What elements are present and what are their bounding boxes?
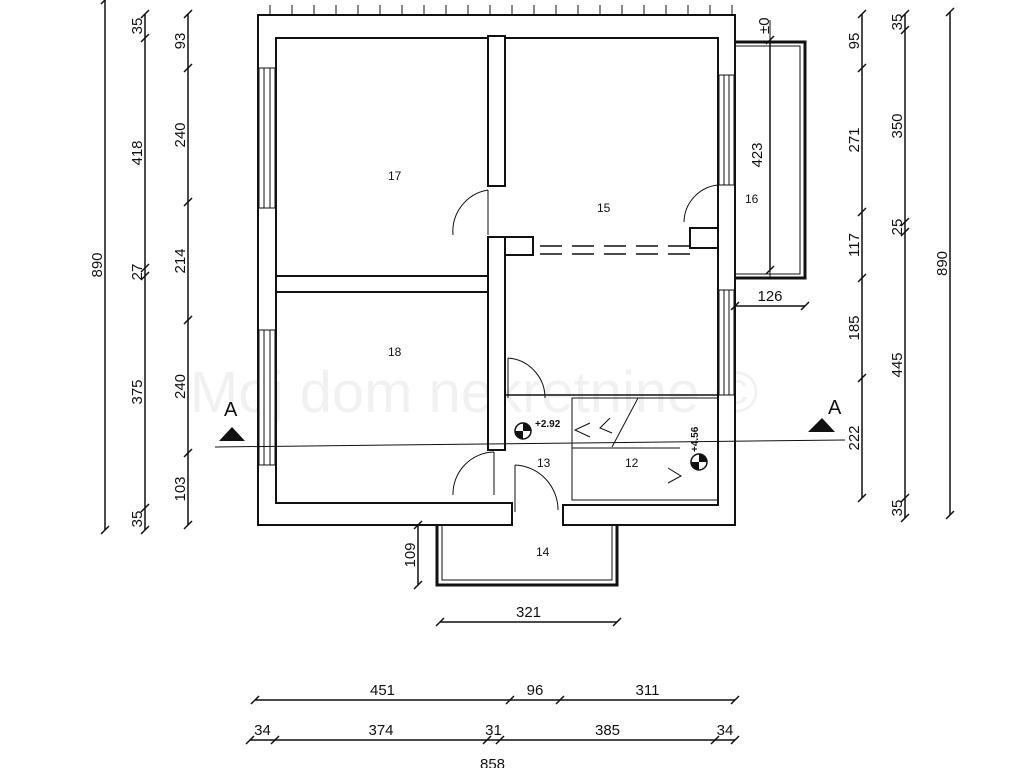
dimension-label: 240 <box>172 374 189 399</box>
dimension-label: 350 <box>889 113 906 138</box>
roof-edge-hatch <box>258 5 735 16</box>
dimension-label: 95 <box>846 33 863 50</box>
dimension-label: 185 <box>846 315 863 340</box>
dimension-label: 451 <box>370 682 395 699</box>
dimension-label: 890 <box>934 251 951 276</box>
dimension-label: 34 <box>254 722 271 739</box>
dimension-label: 385 <box>595 722 620 739</box>
level-upper-text: +4.56 <box>690 426 701 452</box>
dimension-label: 423 <box>749 142 766 167</box>
dimension-label: 103 <box>172 476 189 501</box>
dimension-label: 271 <box>846 127 863 152</box>
balcony-14 <box>435 525 619 587</box>
level-marker-landing: +2.92 <box>514 419 561 440</box>
room-16-label: 16 <box>745 192 759 206</box>
watermark: Moj dom nekretnine © <box>190 360 758 425</box>
dimension-label: 214 <box>172 248 189 273</box>
dimension-label: 321 <box>516 604 541 621</box>
dimension-label: 34 <box>717 722 734 739</box>
section-line-a: A A <box>214 397 846 448</box>
dimension-label: 35 <box>129 511 146 528</box>
room-14-label: 14 <box>536 545 550 559</box>
dimension-label: 117 <box>846 233 863 257</box>
dimension-label: 25 <box>889 219 906 236</box>
level-landing-text: +2.92 <box>535 419 561 430</box>
outer-walls <box>257 14 736 526</box>
dimension-label: 418 <box>129 140 146 165</box>
dimension-label: 96 <box>527 682 544 699</box>
dimension-label: 31 <box>485 722 502 739</box>
dimension-label: 858 <box>480 756 505 768</box>
staircase <box>571 397 719 501</box>
room-18-label: 18 <box>388 345 402 359</box>
dimension-label: 375 <box>129 379 146 404</box>
room-15-label: 15 <box>597 201 611 215</box>
windows <box>258 67 735 466</box>
dimension-label: 890 <box>89 252 106 277</box>
section-marker-right: A <box>828 397 842 419</box>
level-zero-text: ±0 <box>756 17 773 34</box>
dimension-label: 240 <box>172 122 189 147</box>
dimension-label: 35 <box>889 500 906 517</box>
level-marker-upper: +4.56 <box>690 426 708 471</box>
dimension-label: 374 <box>368 722 393 739</box>
dimension-label: 35 <box>129 18 146 35</box>
doors <box>452 184 719 512</box>
dimension-label: 445 <box>889 352 906 377</box>
dimension-label: 93 <box>172 33 189 50</box>
dimension-label: 109 <box>402 542 419 567</box>
room-17-label: 17 <box>388 169 402 183</box>
room-13-label: 13 <box>537 456 551 470</box>
dimension-label: 311 <box>636 682 660 699</box>
dimension-label: 35 <box>889 14 906 31</box>
section-marker-left: A <box>224 399 238 421</box>
dimension-label: 27 <box>129 264 146 281</box>
dimension-label: 222 <box>846 425 863 450</box>
room-12-label: 12 <box>625 456 639 470</box>
interior-walls <box>275 35 719 451</box>
dimension-lines: 890 35 418 27 375 35 93 240 214 240 103 95 271 117 185… <box>89 0 955 768</box>
dimension-label: 126 <box>757 288 782 305</box>
